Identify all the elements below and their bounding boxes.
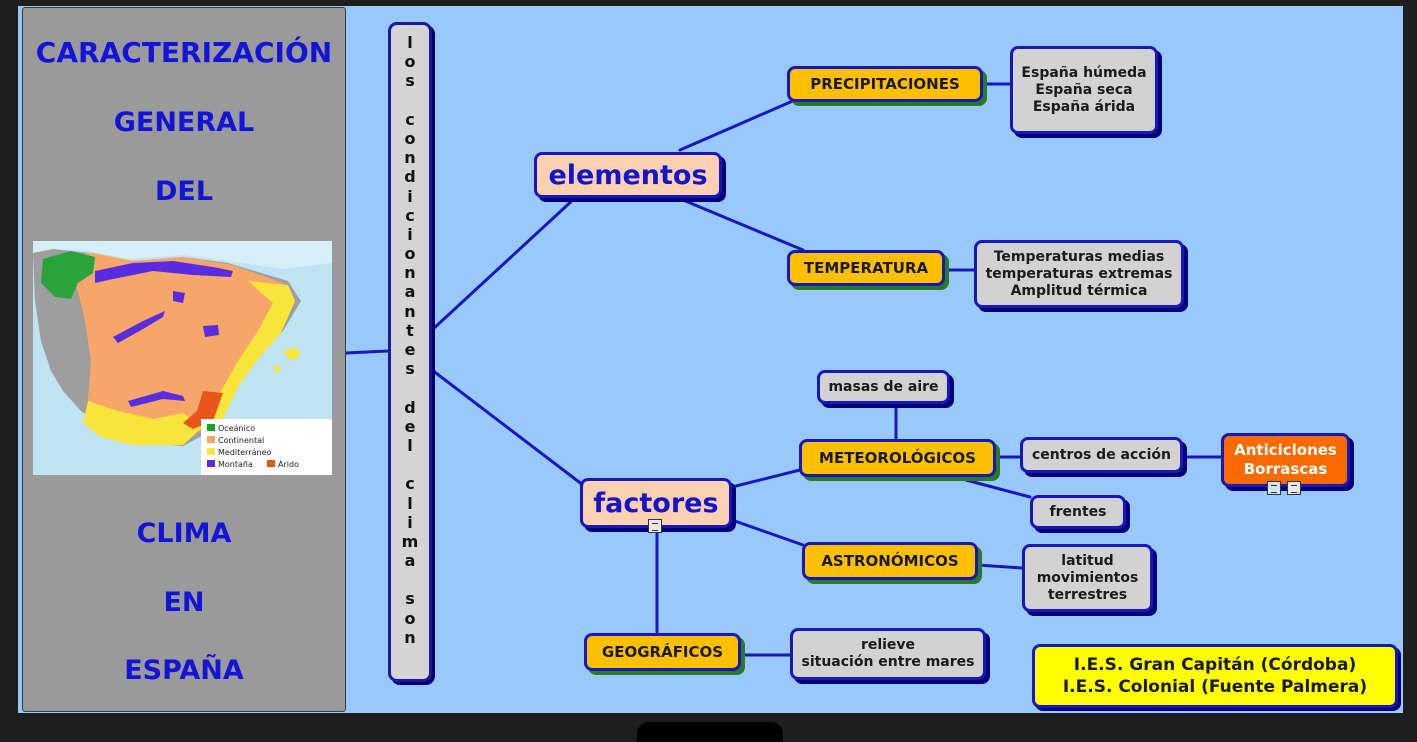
leaf-temperatura[interactable]: Temperaturas medias temperaturas extrema… (974, 240, 1184, 308)
link-factores-astronomicos (730, 518, 805, 547)
vertical-letter: d (404, 397, 416, 417)
credit-line: I.E.S. Colonial (Fuente Palmera) (1062, 677, 1368, 697)
leaf-item: Borrascas (1243, 460, 1328, 478)
vertical-letter: s (405, 589, 415, 609)
title-line-2: GENERAL (113, 107, 255, 138)
leaf-item: Amplitud térmica (1010, 282, 1148, 299)
vertical-letter: e (404, 340, 416, 359)
vertical-letter: t (406, 320, 414, 340)
vertical-letter: c (405, 474, 415, 494)
leaf-item: relieve (860, 637, 916, 653)
vertical-letter: s (405, 359, 415, 379)
vertical-letter: c (405, 109, 415, 129)
vertical-letter: n (404, 301, 416, 321)
vertical-letter: s (405, 71, 415, 91)
leaf-item: Anticiclones (1234, 441, 1337, 459)
credits-box: I.E.S. Gran Capitán (Córdoba) I.E.S. Col… (1032, 644, 1398, 708)
vertical-letter: o (404, 128, 416, 148)
title-line-5: EN (163, 587, 205, 618)
vertical-letter: i (407, 512, 413, 532)
node-meteorologicos[interactable]: METEOROLÓGICOS (799, 439, 996, 477)
credit-line: I.E.S. Gran Capitán (Córdoba) (1073, 655, 1357, 675)
legend-swatch-mediterraneo (207, 448, 215, 455)
link-vertical-elementos (430, 196, 577, 332)
leaf-item: terrestres (1047, 586, 1128, 603)
link-vertical-factores (430, 368, 585, 487)
vertical-letter (407, 570, 413, 589)
vertical-letter: l (407, 435, 413, 455)
vertical-letter: m (401, 531, 419, 551)
legend-oceanico: Oceánico (218, 424, 255, 433)
note-icon[interactable] (648, 519, 662, 533)
title-line-3: DEL (154, 176, 214, 207)
leaf-item: situación entre mares (801, 654, 975, 670)
vertical-letter: o (404, 244, 416, 264)
vertical-letter (407, 91, 413, 110)
legend-continental: Continental (218, 436, 264, 445)
vertical-letter: n (404, 263, 416, 283)
node-astronomicos[interactable]: ASTRONÓMICOS (802, 542, 978, 580)
leaf-item: movimientos (1036, 569, 1139, 586)
link-astronomicos-leaf (975, 563, 1024, 570)
vertical-letter (407, 455, 413, 474)
legend-montana: Montaña (218, 460, 253, 469)
leaf-precipitaciones[interactable]: España húmeda España seca España árida (1010, 46, 1158, 134)
link-factores-meteorologicos (730, 468, 802, 489)
vertical-letter: n (404, 148, 416, 168)
node-masas-de-aire[interactable]: masas de aire (817, 370, 950, 404)
legend-mediterraneo: Mediterráneo (218, 448, 272, 457)
leaf-astronomicos[interactable]: latitud movimientos terrestres (1022, 544, 1153, 612)
link-elementos-precipitaciones (678, 98, 797, 152)
node-geograficos[interactable]: GEOGRÁFICOS (584, 633, 741, 671)
legend-swatch-oceanico (207, 424, 215, 431)
legend-swatch-arido (267, 460, 275, 467)
link-meteorologicos-frentes (964, 478, 1032, 499)
vertical-letter: a (404, 282, 416, 302)
node-centros-de-accion[interactable]: centros de acción (1020, 437, 1183, 473)
bottom-tab (637, 722, 783, 742)
leaf-item: España árida (1032, 98, 1136, 115)
vertical-letter: e (404, 416, 416, 436)
node-elementos[interactable]: elementos (534, 152, 722, 198)
leaf-item: temperaturas extremas (985, 265, 1173, 282)
vertical-letter: d (404, 167, 416, 187)
link-elementos-temperatura (681, 198, 805, 252)
node-temperatura[interactable]: TEMPERATURA (787, 250, 945, 286)
leaf-item: Temperaturas medias (993, 248, 1165, 265)
leaf-geograficos[interactable]: relieve situación entre mares (790, 628, 986, 680)
vertical-letter: l (407, 493, 413, 513)
vertical-letter (407, 378, 413, 397)
leaf-item: España húmeda (1021, 64, 1147, 81)
link-panel-vertical (344, 349, 390, 355)
title-line-1: CARACTERIZACIÓN (35, 36, 333, 69)
leaf-item: España seca (1035, 81, 1133, 98)
vertical-letter: a (404, 551, 416, 571)
node-frentes[interactable]: frentes (1030, 495, 1126, 529)
note-icon[interactable] (1287, 481, 1301, 495)
legend-swatch-continental (207, 436, 215, 443)
vertical-letter: o (404, 608, 416, 628)
spain-climate-map: Oceánico Continental Mediterráneo Montañ… (33, 241, 332, 475)
vertical-letter: l (407, 33, 413, 52)
node-precipitaciones[interactable]: PRECIPITACIONES (787, 66, 983, 102)
legend-swatch-montana (207, 460, 215, 467)
vertical-letter: i (407, 224, 413, 244)
vertical-letter: o (404, 52, 416, 72)
title-line-6: ESPAÑA (124, 655, 244, 686)
vertical-letter: c (405, 205, 415, 225)
vertical-letter: n (404, 627, 416, 647)
title-line-4: CLIMA (136, 518, 232, 549)
leaf-item: latitud (1061, 552, 1114, 569)
image-icon[interactable] (1267, 481, 1281, 495)
vertical-letter: i (407, 186, 413, 206)
node-anticiclones-borrascas[interactable]: Anticiclones Borrascas (1221, 433, 1350, 487)
legend-arido: Árido (278, 458, 299, 469)
